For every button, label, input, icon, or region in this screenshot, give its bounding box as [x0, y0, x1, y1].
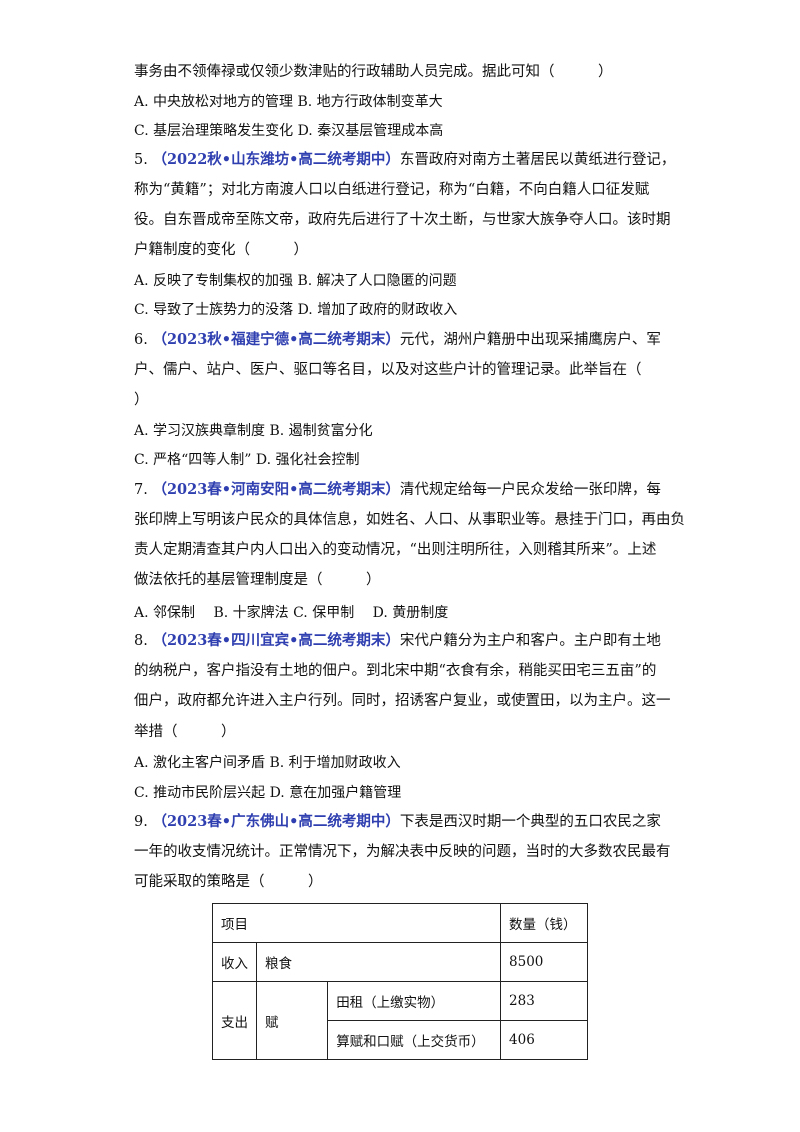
header-item-cell: 项目 — [211, 903, 502, 943]
q6-source-tag: （2023秋•福建宁德•高二统考期末） — [152, 331, 400, 348]
q6-number: 6. — [134, 332, 153, 348]
q8-line4: 举措（ ） — [134, 724, 236, 740]
q8-line3: 佃户，政府都允许进入主户行列。同时，招诱客户复业，或使置田，以为主户。这一 — [134, 693, 671, 709]
table-row: 项目 数量（钱） — [211, 903, 588, 943]
q7-line4: 做法依托的基层管理制度是（ ） — [134, 572, 381, 588]
q8-line2: 的纳税户，客户指没有土地的佃户。到北宋中期“衣食有余，稍能买田宅三五亩”的 — [134, 663, 657, 679]
q6-text-start: 元代，湖州户籍册中出现采捕鹰房户、军 — [399, 332, 661, 348]
q8-line1: 8. （2023春•四川宜宾•高二统考期末）宋代户籍分为主户和客户。主户即有土地 — [134, 631, 694, 651]
q5-line2: 称为“黄籍”；对北方南渡人口以白纸进行登记，称为“白籍，不向白籍人口征发赋 — [134, 182, 650, 198]
q9-number: 9. — [134, 814, 153, 830]
q9-line1: 9. （2023春•广东佛山•高二统考期中）下表是西汉时期一个典型的五口农民之家 — [134, 812, 694, 832]
q4-stem-tail: 事务由不领俸禄或仅领少数津贴的行政辅助人员完成。据此可知（ ） — [134, 64, 613, 80]
q5-text-start: 东晋政府对南方土著居民以黄纸进行登记， — [399, 152, 676, 168]
q8-source-tag: （2023春•四川宜宾•高二统考期末） — [152, 632, 400, 649]
q9-source-tag: （2023春•广东佛山•高二统考期中） — [152, 813, 400, 830]
q4-options-cd: C. 基层治理策略发生变化 D. 秦汉基层管理成本高 — [134, 123, 444, 139]
q9-line2: 一年的收支情况统计。正常情况下，为解决表中反映的问题，当时的大多数农民最有 — [134, 844, 671, 860]
q8-options-cd: C. 推动市民阶层兴起 D. 意在加强户籍管理 — [134, 785, 402, 801]
q5-line3: 役。自东晋成帝至陈文帝，政府先后进行了十次土断，与世家大族争夺人口。该时期 — [134, 212, 671, 228]
table-row: 支出 赋 田租（上缴实物） 283 — [212, 981, 588, 1060]
q8-options-ab: A. 激化主客户间矛盾 B. 利于增加财政收入 — [134, 755, 401, 771]
income-amount-cell: 8500 — [500, 942, 588, 982]
income-expense-table: 项目 数量（钱） 收入 粮食 8500 支出 赋 田租（上缴实物） 283 算赋… — [211, 903, 588, 1060]
q7-line1: 7. （2023春•河南安阳•高二统考期末）清代规定给每一户民众发给一张印牌，每 — [134, 480, 694, 500]
q6-line3: ） — [134, 392, 149, 408]
expense-item2-cell: 算赋和口赋（上交货币） — [327, 1020, 502, 1060]
q9-line3: 可能采取的策略是（ ） — [134, 874, 323, 890]
table-row: 算赋和口赋（上交货币） 406 — [213, 1020, 588, 1060]
q7-source-tag: （2023春•河南安阳•高二统考期末） — [152, 481, 400, 498]
q4-options-ab: A. 中央放松对地方的管理 B. 地方行政体制变革大 — [134, 94, 443, 110]
expense-label-cell: 支出 — [212, 981, 257, 1060]
q6-options-ab: A. 学习汉族典章制度 B. 遏制贫富分化 — [134, 423, 373, 439]
income-label-cell: 收入 — [212, 942, 257, 982]
expense-amount1-cell: 283 — [500, 981, 588, 1021]
q7-number: 7. — [134, 482, 153, 498]
expense-amount2-cell: 406 — [500, 1020, 588, 1060]
table-row: 收入 粮食 8500 — [212, 942, 588, 982]
q8-number: 8. — [134, 633, 153, 649]
expense-category-cell: 赋 — [255, 981, 329, 1060]
q7-text-start: 清代规定给每一户民众发给一张印牌，每 — [399, 482, 661, 498]
q5-line4: 户籍制度的变化（ ） — [134, 242, 308, 258]
q7-line2: 张印牌上写明该户民众的具体信息，如姓名、人口、从事职业等。悬挂于门口，再由负 — [134, 512, 685, 528]
q6-line1: 6. （2023秋•福建宁德•高二统考期末）元代，湖州户籍册中出现采捕鹰房户、军 — [134, 330, 694, 350]
q7-options: A. 邻保制 B. 十家牌法 C. 保甲制 D. 黄册制度 — [134, 605, 449, 621]
q6-line2: 户、儒户、站户、医户、驱口等名目，以及对这些户计的管理记录。此举旨在（ — [134, 362, 642, 378]
income-item-cell: 粮食 — [255, 942, 502, 982]
header-amount-cell: 数量（钱） — [500, 903, 588, 943]
expense-item1-cell: 田租（上缴实物） — [327, 981, 502, 1021]
q5-options-cd: C. 导致了士族势力的没落 D. 增加了政府的财政收入 — [134, 302, 458, 318]
q5-number: 5. — [134, 152, 153, 168]
q8-text-start: 宋代户籍分为主户和客户。主户即有土地 — [399, 633, 661, 649]
q9-text-start: 下表是西汉时期一个典型的五口农民之家 — [399, 814, 661, 830]
q5-options-ab: A. 反映了专制集权的加强 B. 解决了人口隐匿的问题 — [134, 273, 457, 289]
q5-line1: 5. （2022秋•山东潍坊•高二统考期中）东晋政府对南方土著居民以黄纸进行登记… — [134, 150, 694, 170]
q6-options-cd: C. 严格“四等人制” D. 强化社会控制 — [134, 452, 360, 468]
q7-line3: 责人定期清查其户内人口出入的变动情况，“出则注明所往，入则稽其所来”。上述 — [134, 542, 657, 558]
q5-source-tag: （2022秋•山东潍坊•高二统考期中） — [152, 151, 400, 168]
